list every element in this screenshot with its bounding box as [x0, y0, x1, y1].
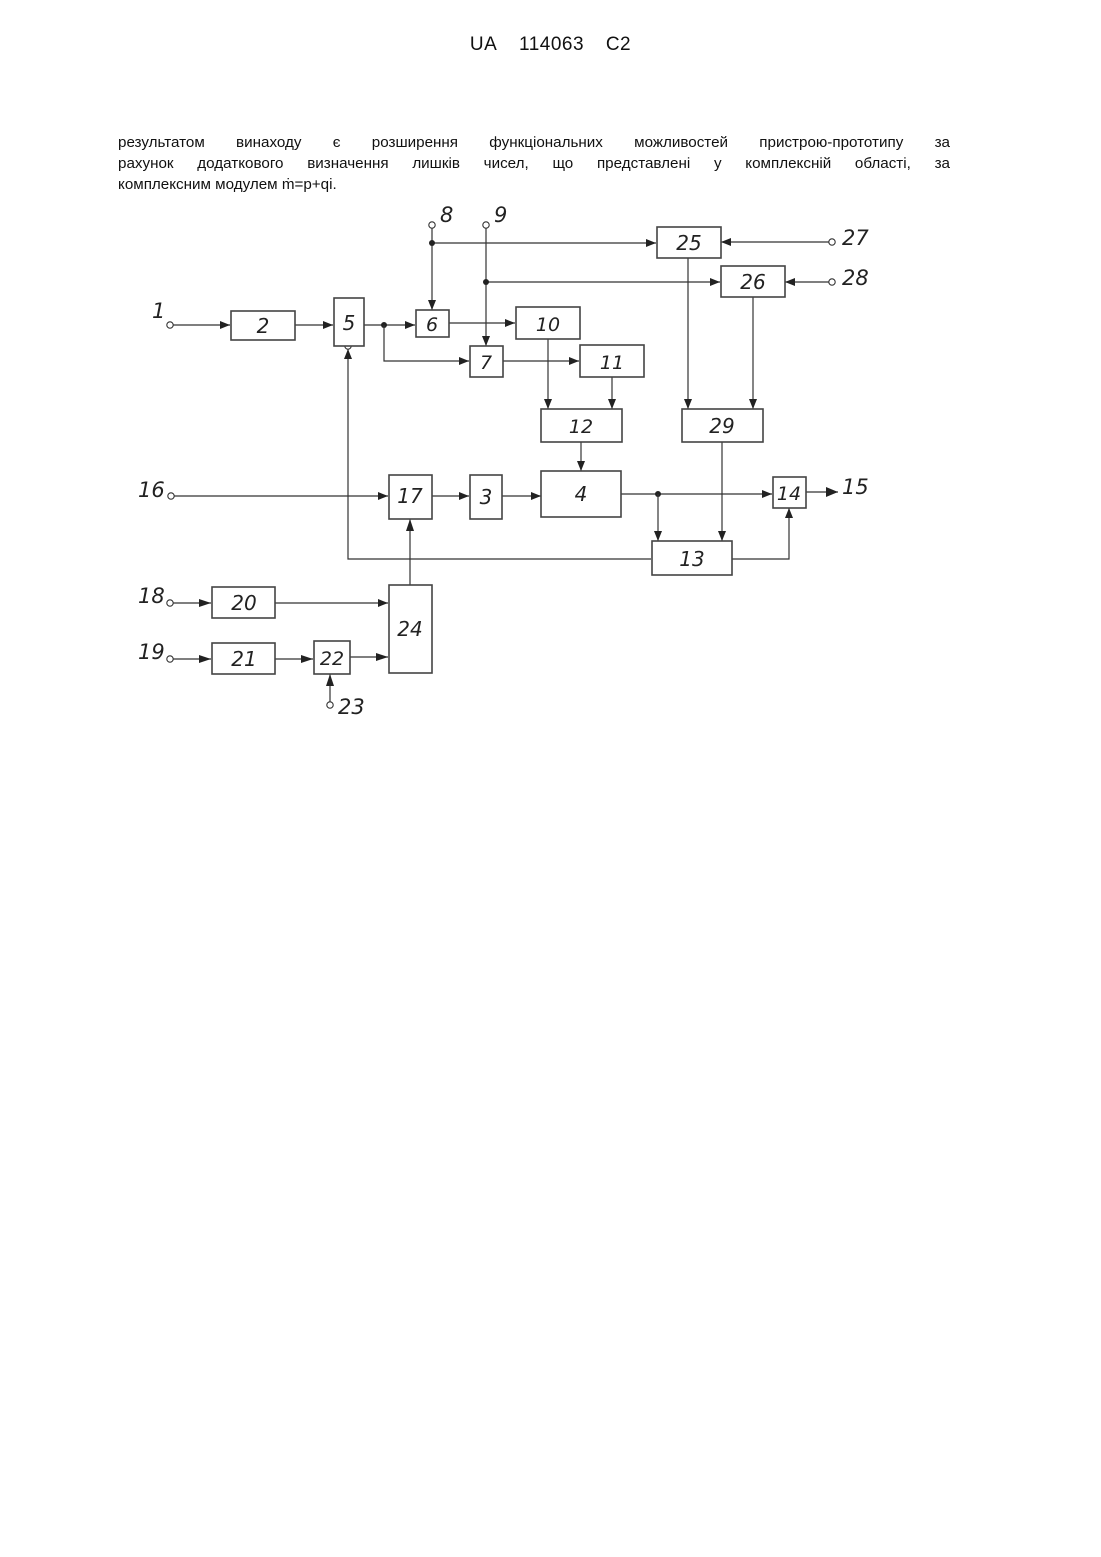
block-2: 2: [231, 311, 295, 340]
block-21: 21: [212, 643, 275, 674]
block-10-label: 10: [536, 314, 560, 336]
block-25-label: 25: [676, 231, 701, 255]
terminal-23-label: 23: [338, 695, 365, 719]
block-24-label: 24: [397, 617, 422, 641]
block-24: 24: [389, 585, 432, 673]
block-17: 17: [389, 475, 432, 519]
block-26: 26: [721, 266, 785, 297]
block-10: 10: [516, 307, 580, 339]
block-13-label: 13: [679, 547, 704, 571]
terminal-15-label: 15: [842, 475, 869, 499]
terminal-27-label: 27: [842, 226, 869, 250]
block-13: 13: [652, 541, 732, 575]
block-6-label: 6: [426, 314, 438, 336]
block-3: 3: [470, 475, 502, 519]
block-2-label: 2: [257, 314, 270, 338]
block-17-label: 17: [397, 484, 423, 508]
block-5: 5: [334, 298, 364, 346]
block-5-label: 5: [343, 311, 356, 335]
terminal-16-label: 16: [138, 478, 165, 502]
terminal-8-label: 8: [440, 203, 453, 227]
terminal-1-label: 1: [152, 299, 165, 323]
block-3-label: 3: [480, 485, 493, 509]
block-7: 7: [470, 346, 503, 377]
block-20: 20: [212, 587, 275, 618]
block-14: 14: [773, 477, 806, 508]
block-20-label: 20: [231, 591, 256, 615]
block-6: 6: [416, 310, 449, 337]
terminal-28-label: 28: [842, 266, 869, 290]
diagram-arrowheads: [199, 238, 838, 686]
block-12-label: 12: [569, 416, 593, 438]
block-22-label: 22: [320, 648, 344, 670]
block-26-label: 26: [740, 270, 765, 294]
block-4: 4: [541, 471, 621, 517]
block-21-label: 21: [231, 647, 256, 671]
block-4-label: 4: [575, 482, 588, 506]
terminal-19-label: 19: [138, 640, 165, 664]
terminal-9-label: 9: [494, 203, 507, 227]
block-7-label: 7: [480, 352, 492, 374]
terminal-18-label: 18: [138, 584, 165, 608]
block-12: 12: [541, 409, 622, 442]
block-14-label: 14: [777, 483, 801, 505]
block-11-label: 11: [600, 352, 624, 374]
block-22: 22: [314, 641, 350, 674]
block-11: 11: [580, 345, 644, 377]
block-29: 29: [682, 409, 763, 442]
block-29-label: 29: [709, 414, 734, 438]
block-25: 25: [657, 227, 721, 258]
diagram-wires: [173, 228, 838, 702]
